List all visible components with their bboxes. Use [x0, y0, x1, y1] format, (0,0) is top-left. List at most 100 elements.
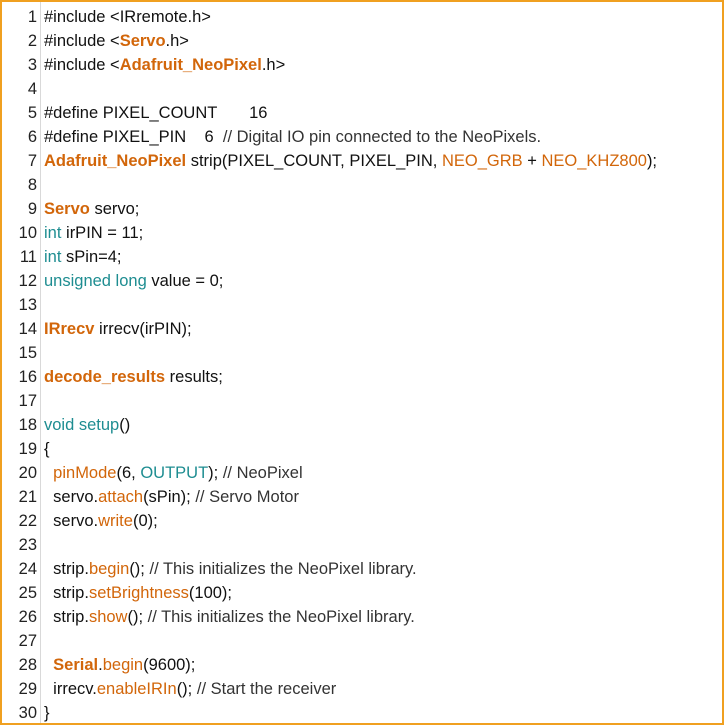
line-number: 8	[27, 176, 37, 194]
line-number: 12	[18, 272, 37, 290]
code-token: ();	[129, 560, 150, 578]
code-line[interactable]: 5#define PIXEL_COUNT 16	[2, 101, 722, 125]
code-line[interactable]: 2 #include <Servo.h>	[2, 29, 722, 53]
code-text: #include <IRremote.h>	[44, 5, 211, 29]
code-token: irrecv(irPIN);	[94, 320, 192, 338]
line-number: 4	[27, 80, 37, 98]
line-number: 26	[18, 608, 37, 626]
line-number: 9	[27, 200, 37, 218]
code-token: #define PIXEL_COUNT 16	[44, 104, 268, 122]
line-number: 7	[27, 152, 37, 170]
line-number: 25	[18, 584, 37, 602]
code-token: unsigned long	[44, 272, 147, 290]
code-text: decode_results results;	[44, 365, 223, 389]
code-line[interactable]: 13	[2, 293, 722, 317]
code-token: .h>	[187, 8, 211, 26]
code-line[interactable]: 29 irrecv.enableIRIn(); // Start the rec…	[2, 677, 722, 701]
code-token: strip.	[44, 584, 89, 602]
code-token: pinMode	[53, 464, 117, 482]
line-number: 23	[18, 536, 37, 554]
code-token	[44, 656, 53, 674]
code-line[interactable]: 17	[2, 389, 722, 413]
line-number: 11	[19, 248, 37, 266]
code-text: void setup()	[44, 413, 130, 437]
code-token: // Digital IO pin connected to the NeoPi…	[222, 128, 542, 146]
code-token: void	[44, 416, 75, 434]
line-number: 15	[18, 344, 37, 362]
code-line[interactable]: 28 Serial.begin(9600);	[2, 653, 722, 677]
line-number: 30	[18, 704, 37, 722]
code-token: decode_results	[44, 368, 166, 386]
code-text: #define PIXEL_COUNT 16	[44, 101, 267, 125]
code-text: #include <Adafruit_NeoPixel.h>	[44, 53, 285, 77]
code-token: // Start the receiver	[196, 680, 337, 698]
code-line[interactable]: 30}	[2, 701, 722, 723]
line-number: 20	[18, 464, 37, 482]
code-token: ();	[127, 608, 148, 626]
line-number: 6	[27, 128, 37, 146]
line-number: 27	[18, 632, 37, 650]
code-token: irrecv.	[44, 680, 97, 698]
code-line[interactable]: 24 strip.begin(); // This initializes th…	[2, 557, 722, 581]
code-line[interactable]: 23	[2, 533, 722, 557]
code-text: {	[44, 437, 50, 461]
code-line[interactable]: 12 unsigned long value = 0;	[2, 269, 722, 293]
code-line[interactable]: 19{	[2, 437, 722, 461]
code-text: Servo servo;	[44, 197, 139, 221]
code-token: .h>	[165, 32, 189, 50]
code-text: Adafruit_NeoPixel strip(PIXEL_COUNT, PIX…	[44, 149, 657, 173]
code-token: );	[208, 464, 223, 482]
code-line[interactable]: 21 servo.attach(sPin); // Servo Motor	[2, 485, 722, 509]
code-line[interactable]: 7 Adafruit_NeoPixel strip(PIXEL_COUNT, PI…	[2, 149, 722, 173]
code-token: +	[522, 152, 542, 170]
code-token: #include <	[44, 8, 120, 26]
code-token: ();	[176, 680, 197, 698]
line-number: 18	[18, 416, 37, 434]
line-number: 17	[18, 392, 37, 410]
code-text: irrecv.enableIRIn(); // Start the receiv…	[44, 677, 336, 701]
code-line[interactable]: 11 int sPin=4;	[2, 245, 722, 269]
code-token: int	[44, 248, 62, 266]
code-text: servo.attach(sPin); // Servo Motor	[44, 485, 299, 509]
code-token: Servo	[119, 32, 166, 50]
code-token: begin	[102, 656, 144, 674]
code-token: (6,	[116, 464, 141, 482]
line-number: 21	[18, 488, 37, 506]
code-token: .h>	[261, 56, 286, 74]
code-line[interactable]: 15	[2, 341, 722, 365]
code-line[interactable]: 6 #define PIXEL_PIN 6 // Digital IO pin c…	[2, 125, 722, 149]
code-token: value = 0;	[146, 272, 224, 290]
line-number: 2	[27, 32, 37, 50]
code-line[interactable]: 18 void setup()	[2, 413, 722, 437]
line-number: 3	[27, 56, 37, 74]
code-token: write	[98, 512, 133, 530]
code-line[interactable]: 26 strip.show(); // This initializes the…	[2, 605, 722, 629]
code-line[interactable]: 22 servo.write(0);	[2, 509, 722, 533]
code-line[interactable]: 1#include <IRremote.h>	[2, 5, 722, 29]
code-token: // This initializes the NeoPixel library…	[147, 608, 415, 626]
code-token: #include <	[44, 32, 120, 50]
code-token: setup	[78, 416, 120, 434]
code-token: sPin=4;	[61, 248, 122, 266]
code-token: servo;	[89, 200, 140, 218]
code-token: .	[98, 656, 103, 674]
code-token: NEO_GRB	[441, 152, 523, 170]
code-line[interactable]: 27	[2, 629, 722, 653]
code-text: #define PIXEL_PIN 6 // Digital IO pin co…	[44, 125, 541, 149]
code-line[interactable]: 9 Servo servo;	[2, 197, 722, 221]
code-token: IRremote	[119, 8, 188, 26]
line-number: 29	[18, 680, 37, 698]
code-token: setBrightness	[88, 584, 189, 602]
code-token: strip.	[44, 608, 89, 626]
code-line[interactable]: 3 #include <Adafruit_NeoPixel.h>	[2, 53, 722, 77]
code-line[interactable]: 20 pinMode(6, OUTPUT); // NeoPixel	[2, 461, 722, 485]
code-line[interactable]: 4	[2, 77, 722, 101]
code-line[interactable]: 25 strip.setBrightness(100);	[2, 581, 722, 605]
code-line[interactable]: 8	[2, 173, 722, 197]
code-token: IRrecv	[44, 320, 95, 338]
code-token: results;	[165, 368, 223, 386]
